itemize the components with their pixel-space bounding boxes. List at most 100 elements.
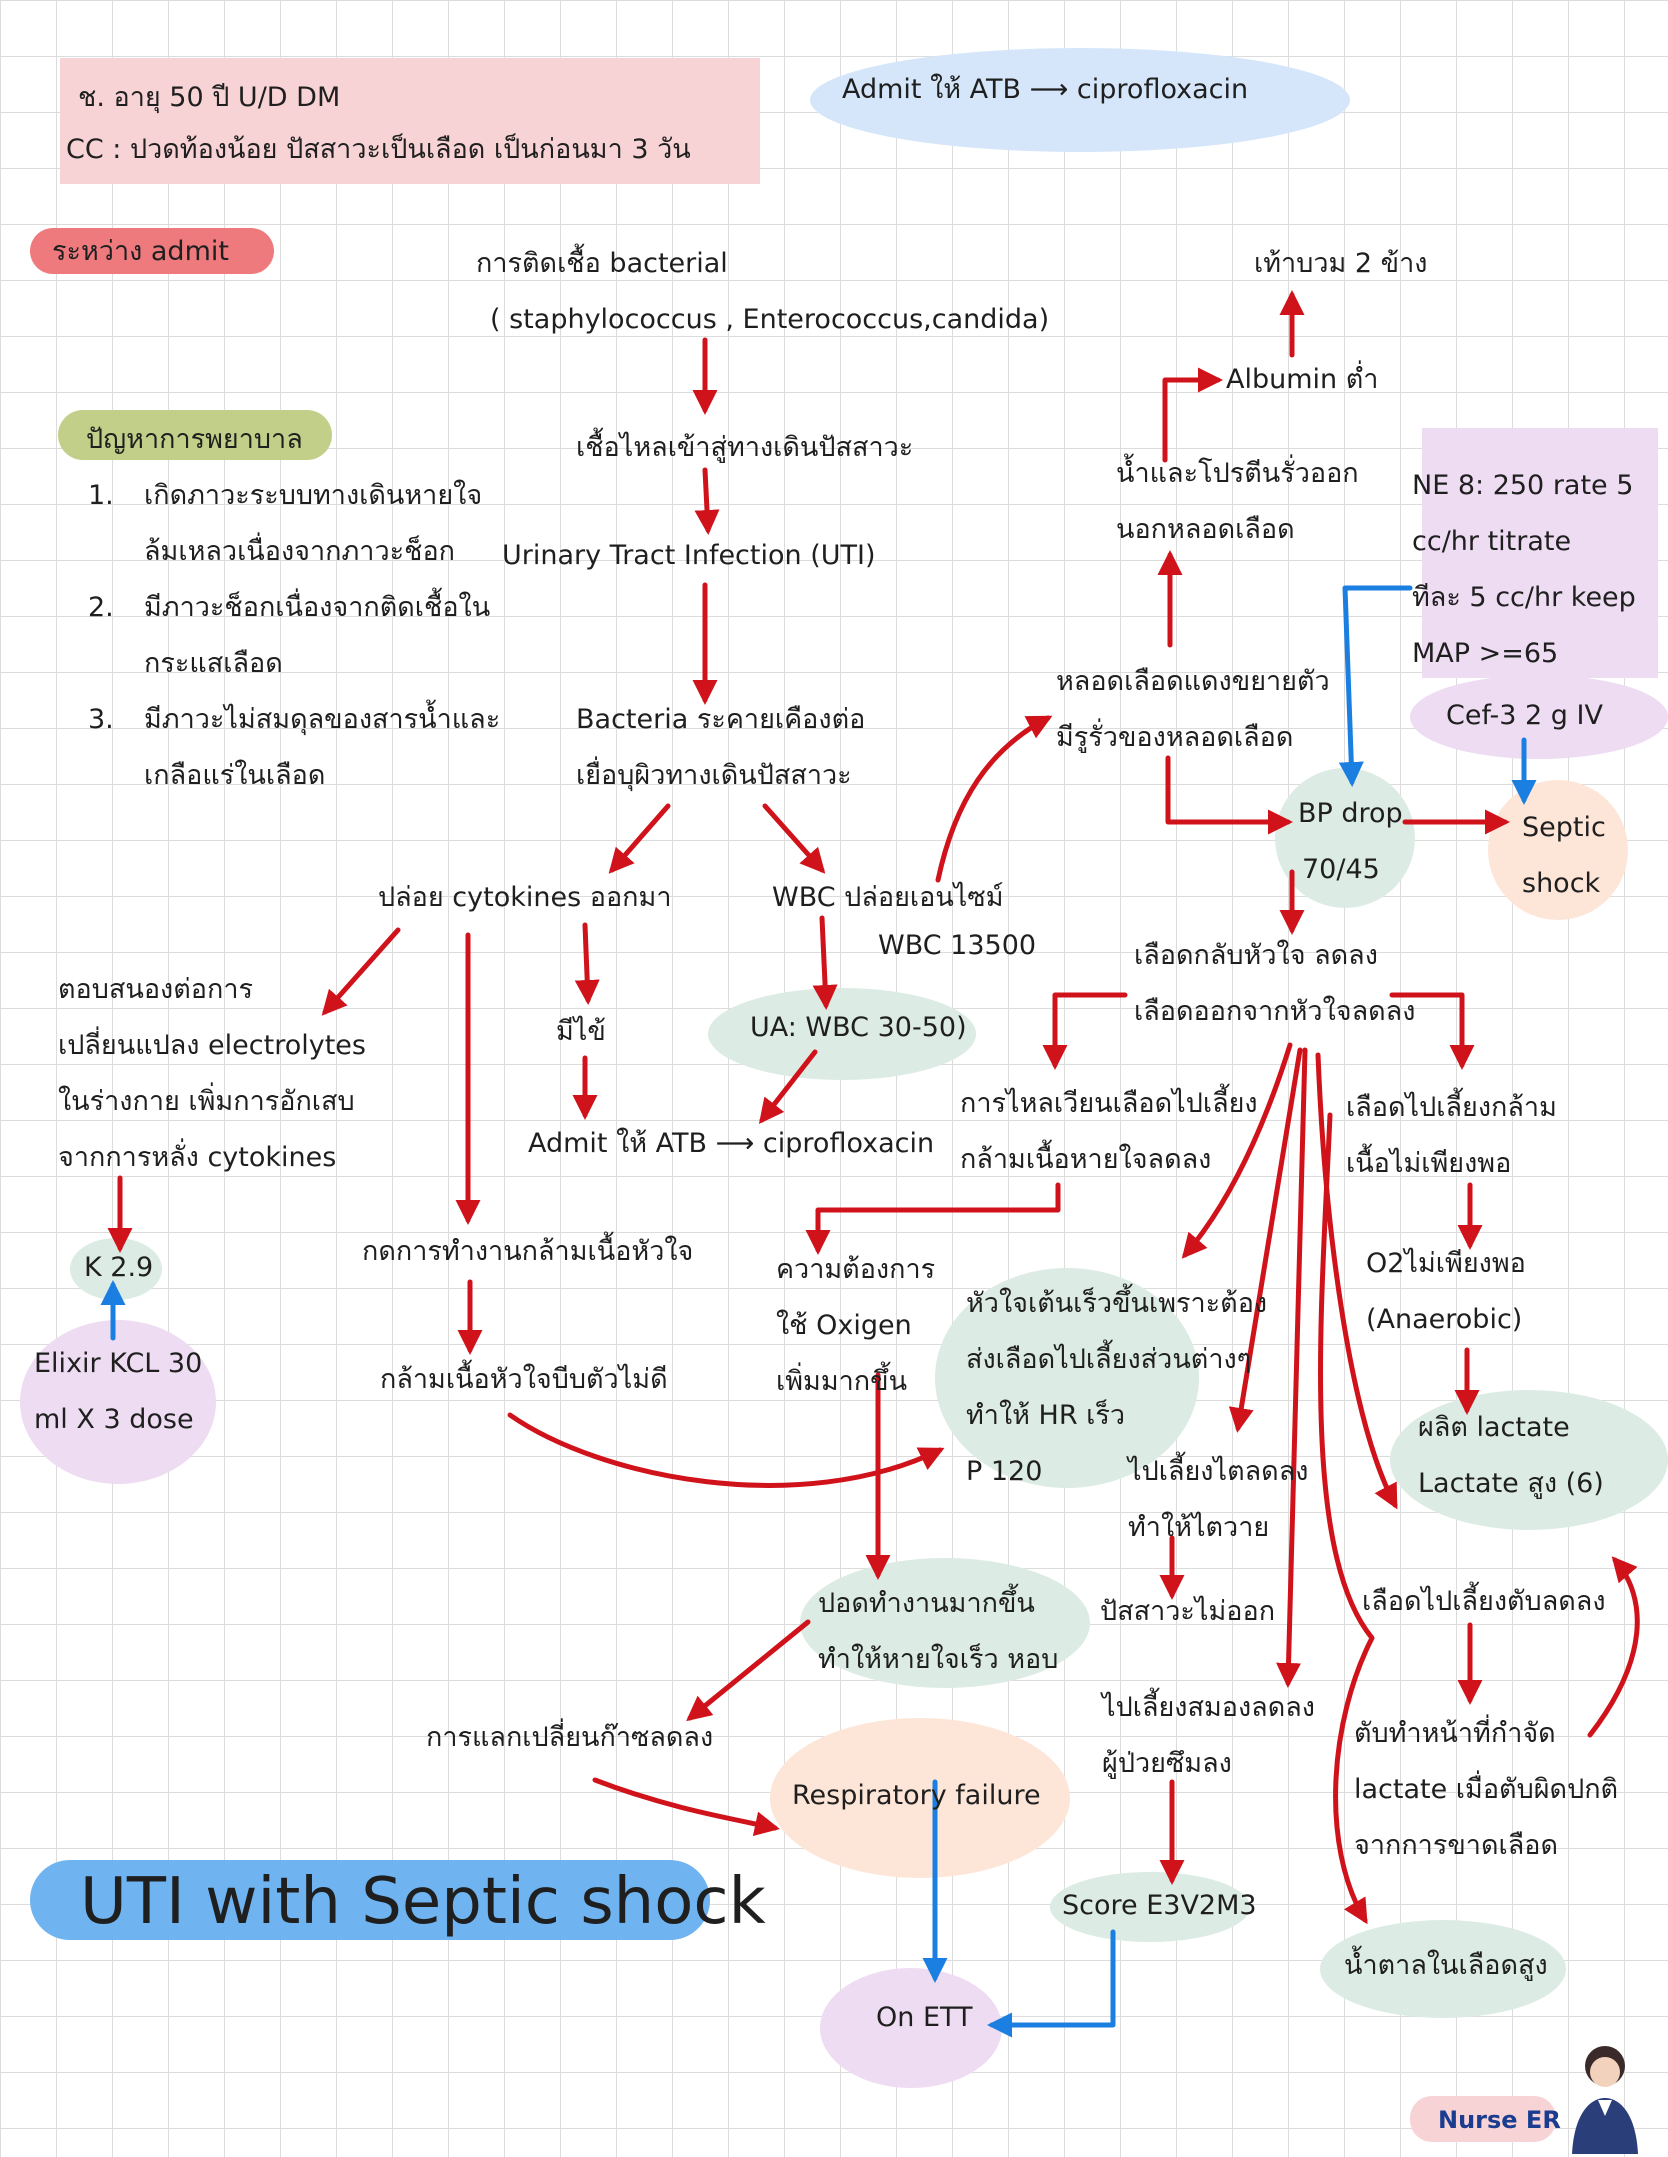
infection-line-1: การติดเชื้อ bacterial: [476, 248, 728, 279]
albumin-label: Albumin ต่ำ: [1226, 364, 1379, 395]
cytokines-label: ปล่อย cytokines ออกมา: [378, 882, 672, 913]
nursing-item-1-line-2: ล้มเหลวเนื่องจากภาวะช็อก: [144, 536, 456, 567]
hr-highlight: [935, 1268, 1199, 1488]
nurse-avatar-icon: [1572, 2046, 1638, 2154]
arrow-cytokines-to-response: [321, 927, 401, 1016]
liver-fn-line-3: จากการขาดเลือด: [1354, 1830, 1559, 1861]
on-ett-highlight: [820, 1968, 1002, 2088]
arrow-return-to-glucose: [1318, 1112, 1372, 1920]
hr-line-4: P 120: [966, 1456, 1043, 1487]
arrow-wbc-to-ua: [812, 915, 838, 1010]
weak-heart: กล้ามเนื้อหัวใจบีบตัวไม่ดี: [380, 1364, 668, 1395]
liver-fn-line-2: lactate เมื่อตับผิดปกติ: [1354, 1774, 1619, 1805]
vasodilate-line-2: มีรูรั่วของหลอดเลือด: [1056, 722, 1294, 753]
arrow-ne-to-bp: [1338, 585, 1413, 787]
brain-line-1: ไปเลี้ยงสมองลดลง: [1102, 1692, 1315, 1723]
ne-line-4: MAP >=65: [1412, 638, 1559, 669]
o2need-line-1: ความต้องการ: [776, 1254, 936, 1285]
cef-label: Cef-3 2 g IV: [1446, 700, 1603, 731]
hr-line-3: ทำให้ HR เร็ว: [966, 1400, 1126, 1431]
nursing-item-2-line-1: มีภาวะช็อกเนื่องจากติดเชื้อใน: [144, 592, 491, 623]
patient-highlight: [60, 58, 760, 184]
during-admit-pill: [30, 228, 274, 274]
arrow-enter-to-uti: [694, 467, 720, 535]
response-line-2: เปลี่ยนแปลง electrolytes: [58, 1030, 366, 1061]
liver-label: เลือดไปเลี้ยงตับลดลง: [1362, 1586, 1606, 1617]
uti-label: Urinary Tract Infection (UTI): [502, 540, 876, 571]
nursing-item-1-number: 1.: [88, 480, 114, 511]
admit-top-label: Admit ให้ ATB ⟶ ciprofloxacin: [842, 74, 1249, 105]
wbc-enzyme-line-2: WBC 13500: [878, 930, 1037, 961]
return-line-1: เลือดกลับหัวใจ ลดลง: [1134, 940, 1378, 971]
arrow-gas-to-respfail: [592, 1777, 780, 1837]
o2need-line-2: ใช้ Oxigen: [776, 1310, 912, 1341]
lung-line-1: ปอดทำงานมากขึ้น: [818, 1588, 1035, 1619]
kidney-line-1: ไปเลี้ยงไตลดลง: [1128, 1456, 1309, 1487]
diagram-title: UTI with Septic shock: [80, 1865, 766, 1939]
arrow-leak-to-albumin: [1162, 367, 1223, 463]
arrow-lung-to-gas: [686, 1619, 811, 1722]
arrow-return-to-muscle: [1389, 992, 1475, 1070]
arrow-return-to-hr: [1181, 1042, 1293, 1259]
nursing-header-pill: [58, 410, 332, 460]
nursing-header: ปัญหาการพยาบาล: [86, 424, 303, 455]
ua-label: UA: WBC 30-50): [750, 1012, 967, 1043]
arrow-return-to-kidney: [1228, 1047, 1303, 1433]
during-admit-label: ระหว่าง admit: [52, 236, 229, 267]
no-urine: ปัสสาวะไม่ออก: [1100, 1596, 1276, 1627]
liver-fn-line-1: ตับทำหน้าที่กำจัด: [1354, 1718, 1556, 1749]
lactate-line-2: Lactate สูง (6): [1418, 1468, 1604, 1499]
ne-line-1: NE 8: 250 rate 5: [1412, 470, 1634, 501]
o2low-line-2: (Anaerobic): [1366, 1304, 1523, 1335]
arrow-irritate-to-cytokines: [608, 803, 671, 874]
arrow-irritate-to-wbc: [762, 803, 826, 874]
score-label: Score E3V2M3: [1062, 1890, 1257, 1921]
septic-line-2: shock: [1522, 868, 1601, 899]
hr-line-2: ส่งเลือดไปเลี้ยงส่วนต่างๆ: [966, 1344, 1252, 1375]
muscle-line-2: เนื้อไม่เพียงพอ: [1346, 1148, 1512, 1179]
nurse-er-label: Nurse ER: [1438, 2106, 1561, 2134]
ua-highlight: [708, 988, 976, 1080]
nursing-item-3-number: 3.: [88, 704, 114, 735]
glucose-label: น้ำตาลในเลือดสูง: [1344, 1950, 1548, 1981]
lung-line-2: ทำให้หายใจเร็ว หอบ: [818, 1644, 1059, 1675]
irritate-line-1: Bacteria ระคายเคืองต่อ: [576, 704, 866, 735]
lung-highlight: [800, 1558, 1090, 1688]
title-pill: [30, 1860, 710, 1940]
arrow-wbc-to-vasodilate: [935, 715, 1053, 883]
nurse-er-pill: [1410, 2096, 1556, 2142]
nursing-item-3-line-2: เกลือแร่ในเลือด: [144, 760, 326, 791]
patient-line-1: ช. อายุ 50 ปี U/D DM: [78, 82, 341, 113]
elixir-highlight: [20, 1320, 216, 1484]
bp-line-2: 70/45: [1302, 854, 1380, 885]
circ-resp-line-1: การไหลเวียนเลือดไปเลี้ยง: [960, 1088, 1258, 1119]
irritate-line-2: เยื่อบุผิวทางเดินปัสสาวะ: [576, 760, 852, 791]
arrow-score-to-ett: [987, 1929, 1116, 2038]
arrow-return-to-lactate: [1315, 1052, 1398, 1510]
leak-line-2: นอกหลอดเลือด: [1116, 514, 1295, 545]
resp-fail-label: Respiratory failure: [792, 1780, 1041, 1811]
elixir-line-1: Elixir KCL 30: [34, 1348, 203, 1379]
nursing-item-2-number: 2.: [88, 592, 114, 623]
septic-line-1: Septic: [1522, 812, 1606, 843]
response-line-3: ในร่างกาย เพิ่มการอักเสบ: [58, 1086, 355, 1117]
septic-highlight: [1488, 780, 1628, 920]
potassium-label: K 2.9: [84, 1252, 154, 1283]
circ-resp-line-2: กล้ามเนื้อหายใจลดลง: [960, 1144, 1212, 1175]
bp-line-1: BP drop: [1298, 798, 1403, 829]
elixir-line-2: ml X 3 dose: [34, 1404, 194, 1435]
infection-line-2: ( staphylococcus , Enterococcus,candida): [490, 304, 1050, 335]
edema-label: เท้าบวม 2 ข้าง: [1254, 248, 1428, 279]
ne-line-3: ทีละ 5 cc/hr keep: [1412, 582, 1636, 613]
admit-top-highlight: [810, 48, 1350, 152]
bp-highlight: [1275, 768, 1415, 908]
arrow-vasodilate-to-bp: [1165, 755, 1293, 835]
o2low-line-1: O2ไม่เพียงพอ: [1366, 1248, 1526, 1279]
vasodilate-line-1: หลอดเลือดแดงขยายตัว: [1056, 666, 1330, 697]
score-highlight: [1050, 1872, 1250, 1942]
arrow-return-to-brain: [1276, 1047, 1308, 1688]
ne-highlight: [1422, 428, 1658, 678]
lactate-line-1: ผลิต lactate: [1418, 1412, 1570, 1443]
admit-mid-label: Admit ให้ ATB ⟶ ciprofloxacin: [528, 1128, 935, 1159]
